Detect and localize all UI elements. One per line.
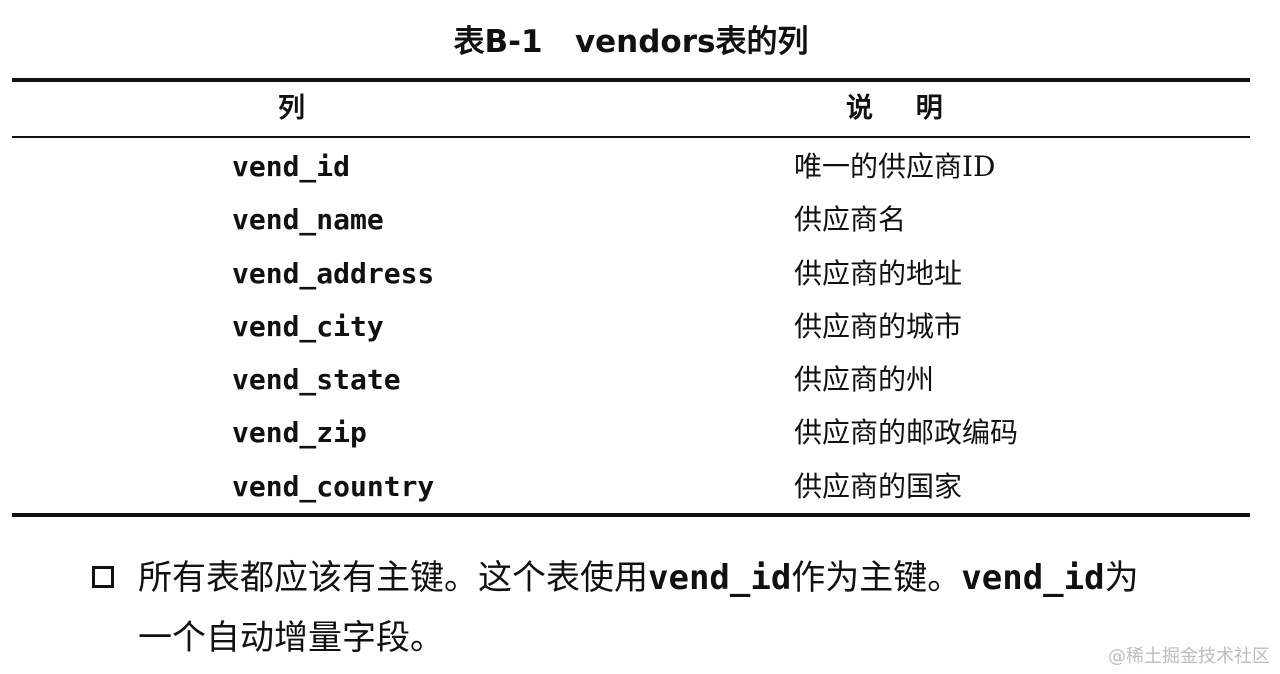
- table-caption: 表B-1 vendors表的列: [453, 24, 809, 60]
- checkbox-bullet-icon: [92, 566, 114, 588]
- note-line-1: 所有表都应该有主键。这个表使用vend_id作为主键。vend_id为: [92, 548, 1262, 608]
- table-row: vend_zip 供应商的邮政编码: [0, 406, 1280, 459]
- table-row: vend_name 供应商名: [0, 193, 1280, 246]
- table-header-rule: [12, 136, 1250, 138]
- description-cell: 供应商的邮政编码: [794, 416, 1019, 450]
- column-name-cell: vend_city: [232, 309, 384, 343]
- description-cell: 唯一的供应商ID: [794, 150, 996, 183]
- table-row: vend_state 供应商的州: [0, 353, 1280, 406]
- description-cell: 供应商名: [794, 203, 907, 237]
- column-name-cell: vend_zip: [232, 416, 367, 450]
- note-text: 为: [1104, 558, 1139, 598]
- note-code: vend_id: [648, 558, 792, 598]
- note-line-2: 一个自动增量字段。: [138, 618, 444, 658]
- column-name-cell: vend_name: [232, 203, 384, 237]
- description-cell: 供应商的城市: [794, 309, 963, 343]
- table-row: vend_city 供应商的城市: [0, 300, 1280, 353]
- table-row: vend_address 供应商的地址: [0, 247, 1280, 300]
- note-paragraph: 所有表都应该有主键。这个表使用vend_id作为主键。vend_id为 一个自动…: [92, 548, 1262, 668]
- table-bottom-rule: [12, 513, 1250, 517]
- table-top-rule: [12, 78, 1250, 82]
- description-cell: 供应商的地址: [794, 256, 963, 290]
- column-name-cell: vend_address: [232, 256, 435, 290]
- note-code: vend_id: [961, 558, 1105, 598]
- table-body: vend_id 唯一的供应商ID vend_name 供应商名 vend_add…: [0, 140, 1280, 513]
- header-description: 说 明: [846, 93, 951, 124]
- note-text: 所有表都应该有主键。这个表使用: [138, 558, 648, 598]
- watermark: @稀土掘金技术社区: [1108, 646, 1270, 667]
- table-row: vend_id 唯一的供应商ID: [0, 140, 1280, 193]
- description-cell: 供应商的国家: [794, 469, 963, 503]
- description-cell: 供应商的州: [794, 363, 935, 397]
- table-row: vend_country 供应商的国家: [0, 460, 1280, 513]
- column-name-cell: vend_id: [232, 150, 351, 183]
- note-text: 作为主键。: [791, 558, 962, 598]
- header-column: 列: [278, 93, 305, 124]
- column-name-cell: vend_country: [232, 469, 435, 503]
- column-name-cell: vend_state: [232, 363, 401, 397]
